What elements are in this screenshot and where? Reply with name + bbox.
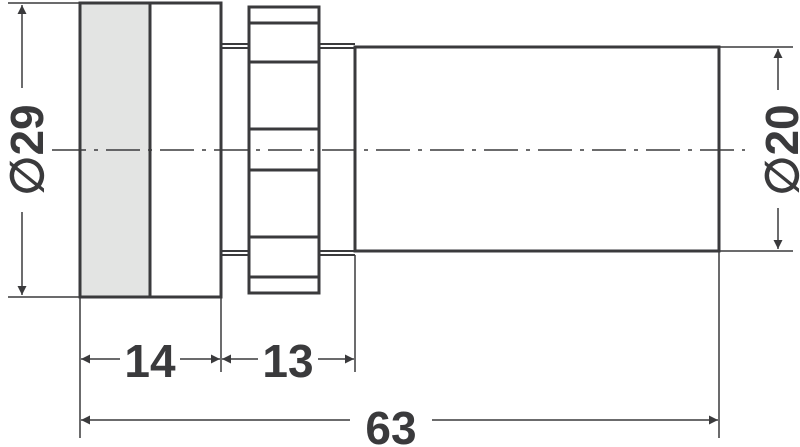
width-14-label: 14 — [124, 335, 176, 387]
dimension-total-63: 63 — [81, 402, 718, 447]
diameter-20-label: ∅20 — [756, 104, 800, 195]
dimension-width-13: 13 — [222, 335, 354, 387]
total-63-label: 63 — [365, 402, 416, 447]
dimension-diameter-29: ∅29 — [1, 5, 53, 295]
thread-shaft — [221, 43, 355, 256]
rear-body — [353, 45, 721, 253]
extension-lines — [8, 2, 793, 438]
diameter-29-label: ∅29 — [1, 104, 53, 195]
dimension-width-14: 14 — [81, 335, 220, 387]
width-13-label: 13 — [262, 335, 313, 387]
dimension-diameter-20: ∅20 — [756, 49, 800, 249]
